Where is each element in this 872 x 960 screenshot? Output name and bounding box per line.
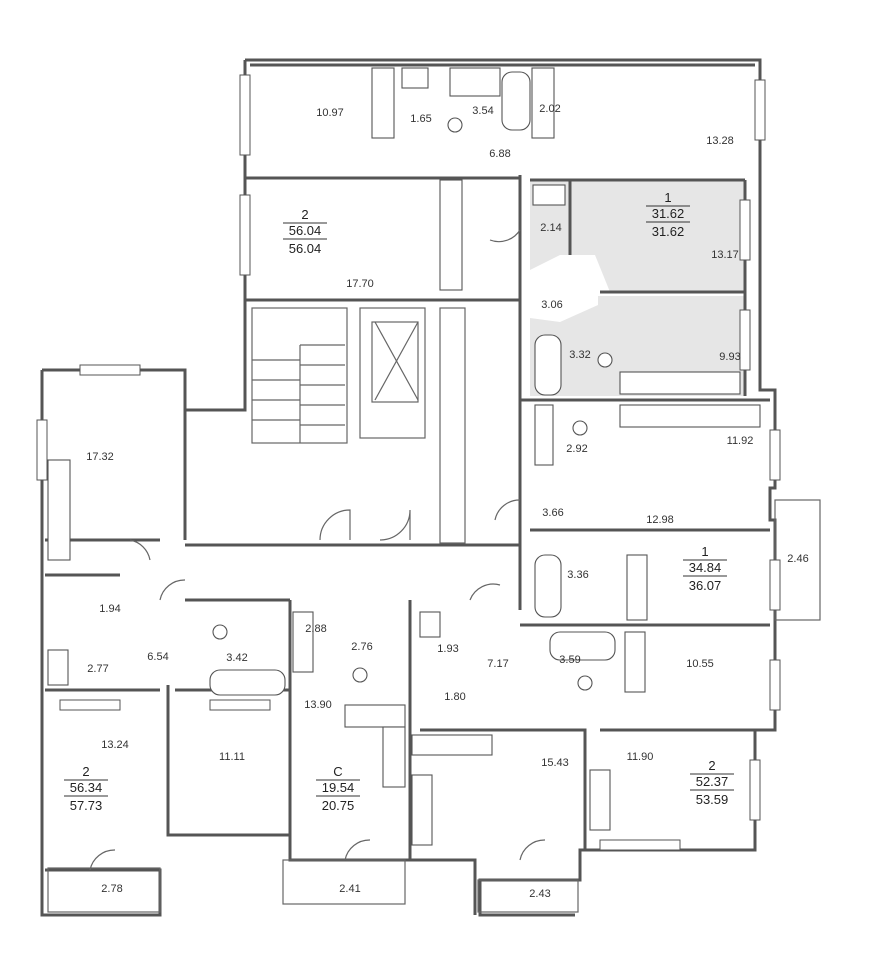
room-area-label: 3.06 [541, 299, 562, 311]
windows [36, 74, 781, 851]
room-area-label: 1.80 [444, 691, 465, 703]
closets [47, 67, 648, 831]
room-area-label: 17.32 [86, 451, 114, 463]
apartment-total-area: 36.07 [689, 578, 722, 593]
apartment-total-area: 56.04 [289, 241, 322, 256]
room-area-label: 2.43 [529, 888, 550, 900]
apartment-living-area: 56.34 [70, 780, 103, 795]
apartment-total-area: 57.73 [70, 798, 103, 813]
selected-apartment-highlight[interactable] [530, 180, 745, 396]
kitchen-units [47, 179, 761, 846]
room-area-label: 11.90 [627, 751, 654, 763]
room-area-label: 12.98 [646, 514, 674, 526]
apartment-room-count: 1 [701, 544, 708, 559]
room-area-label: 2.02 [539, 103, 560, 115]
room-area-label: 17.70 [346, 278, 374, 290]
room-area-label: 2.46 [787, 553, 808, 565]
room-area-label: 2.78 [101, 883, 122, 895]
bathroom-fixtures [209, 67, 616, 696]
apartment-label-a3[interactable]: 134.84 36.07 [683, 544, 727, 593]
apartment-living-area: 52.37 [696, 774, 729, 789]
apartment-living-area: 19.54 [322, 780, 355, 795]
room-area-label: 13.90 [304, 699, 332, 711]
apartment-room-count: С [333, 764, 342, 779]
room-area-label: 2.41 [339, 883, 360, 895]
room-area-label: 3.36 [567, 569, 588, 581]
room-area-label: 1.93 [437, 643, 458, 655]
stairwell [251, 307, 466, 544]
apartment-total-area: 31.62 [652, 224, 685, 239]
room-area-label: 2.14 [540, 222, 561, 234]
room-area-label: 2.76 [351, 641, 372, 653]
room-area-label: 1.65 [410, 113, 431, 125]
doors [89, 229, 546, 871]
room-area-label: 11.92 [727, 435, 754, 447]
apartment-living-area: 31.62 [652, 206, 685, 221]
apartment-living-area: 56.04 [289, 223, 322, 238]
apartment-labels: 256.0456.04131.6231.62134.8436.07256.345… [64, 190, 734, 813]
room-area-label: 13.28 [706, 135, 734, 147]
apartment-total-area: 53.59 [696, 792, 729, 807]
room-area-label: 7.17 [487, 658, 508, 670]
room-area-label: 10.55 [686, 658, 714, 670]
exterior-walls [40, 58, 777, 917]
room-area-label: 3.32 [569, 349, 590, 361]
room-area-label: 3.66 [542, 507, 563, 519]
room-area-label: 9.93 [719, 351, 740, 363]
room-area-label: 3.54 [472, 105, 493, 117]
room-area-label: 2.88 [305, 623, 326, 635]
room-area-label: 15.43 [541, 757, 569, 769]
room-area-label: 13.24 [101, 739, 129, 751]
room-area-label: 2.77 [87, 663, 108, 675]
room-area-label: 2.92 [566, 443, 587, 455]
room-area-label: 3.59 [559, 654, 580, 666]
room-area-label: 1.94 [99, 603, 120, 615]
apartment-room-count: 2 [301, 207, 308, 222]
room-area-label: 3.42 [226, 652, 247, 664]
room-labels: 10.97 1.65 3.54 2.02 13.28 6.88 17.70 2.14 13.17… [86, 103, 808, 900]
room-area-label: 11.11 [219, 751, 245, 763]
apartment-room-count: 1 [664, 190, 671, 205]
apartment-label-a5[interactable]: С19.54 20.75 [316, 764, 360, 813]
apartment-room-count: 2 [82, 764, 89, 779]
apartment-living-area: 34.84 [689, 560, 722, 575]
room-area-label: 6.54 [147, 651, 168, 663]
apartment-label-a6[interactable]: 252.37 53.59 [690, 758, 734, 807]
room-area-label: 10.97 [316, 107, 344, 119]
room-area-label: 6.88 [489, 148, 510, 160]
apartment-total-area: 20.75 [322, 798, 355, 813]
apartment-label-a4[interactable]: 256.34 57.73 [64, 764, 108, 813]
apartment-room-count: 2 [708, 758, 715, 773]
room-area-label: 13.17 [711, 249, 739, 261]
